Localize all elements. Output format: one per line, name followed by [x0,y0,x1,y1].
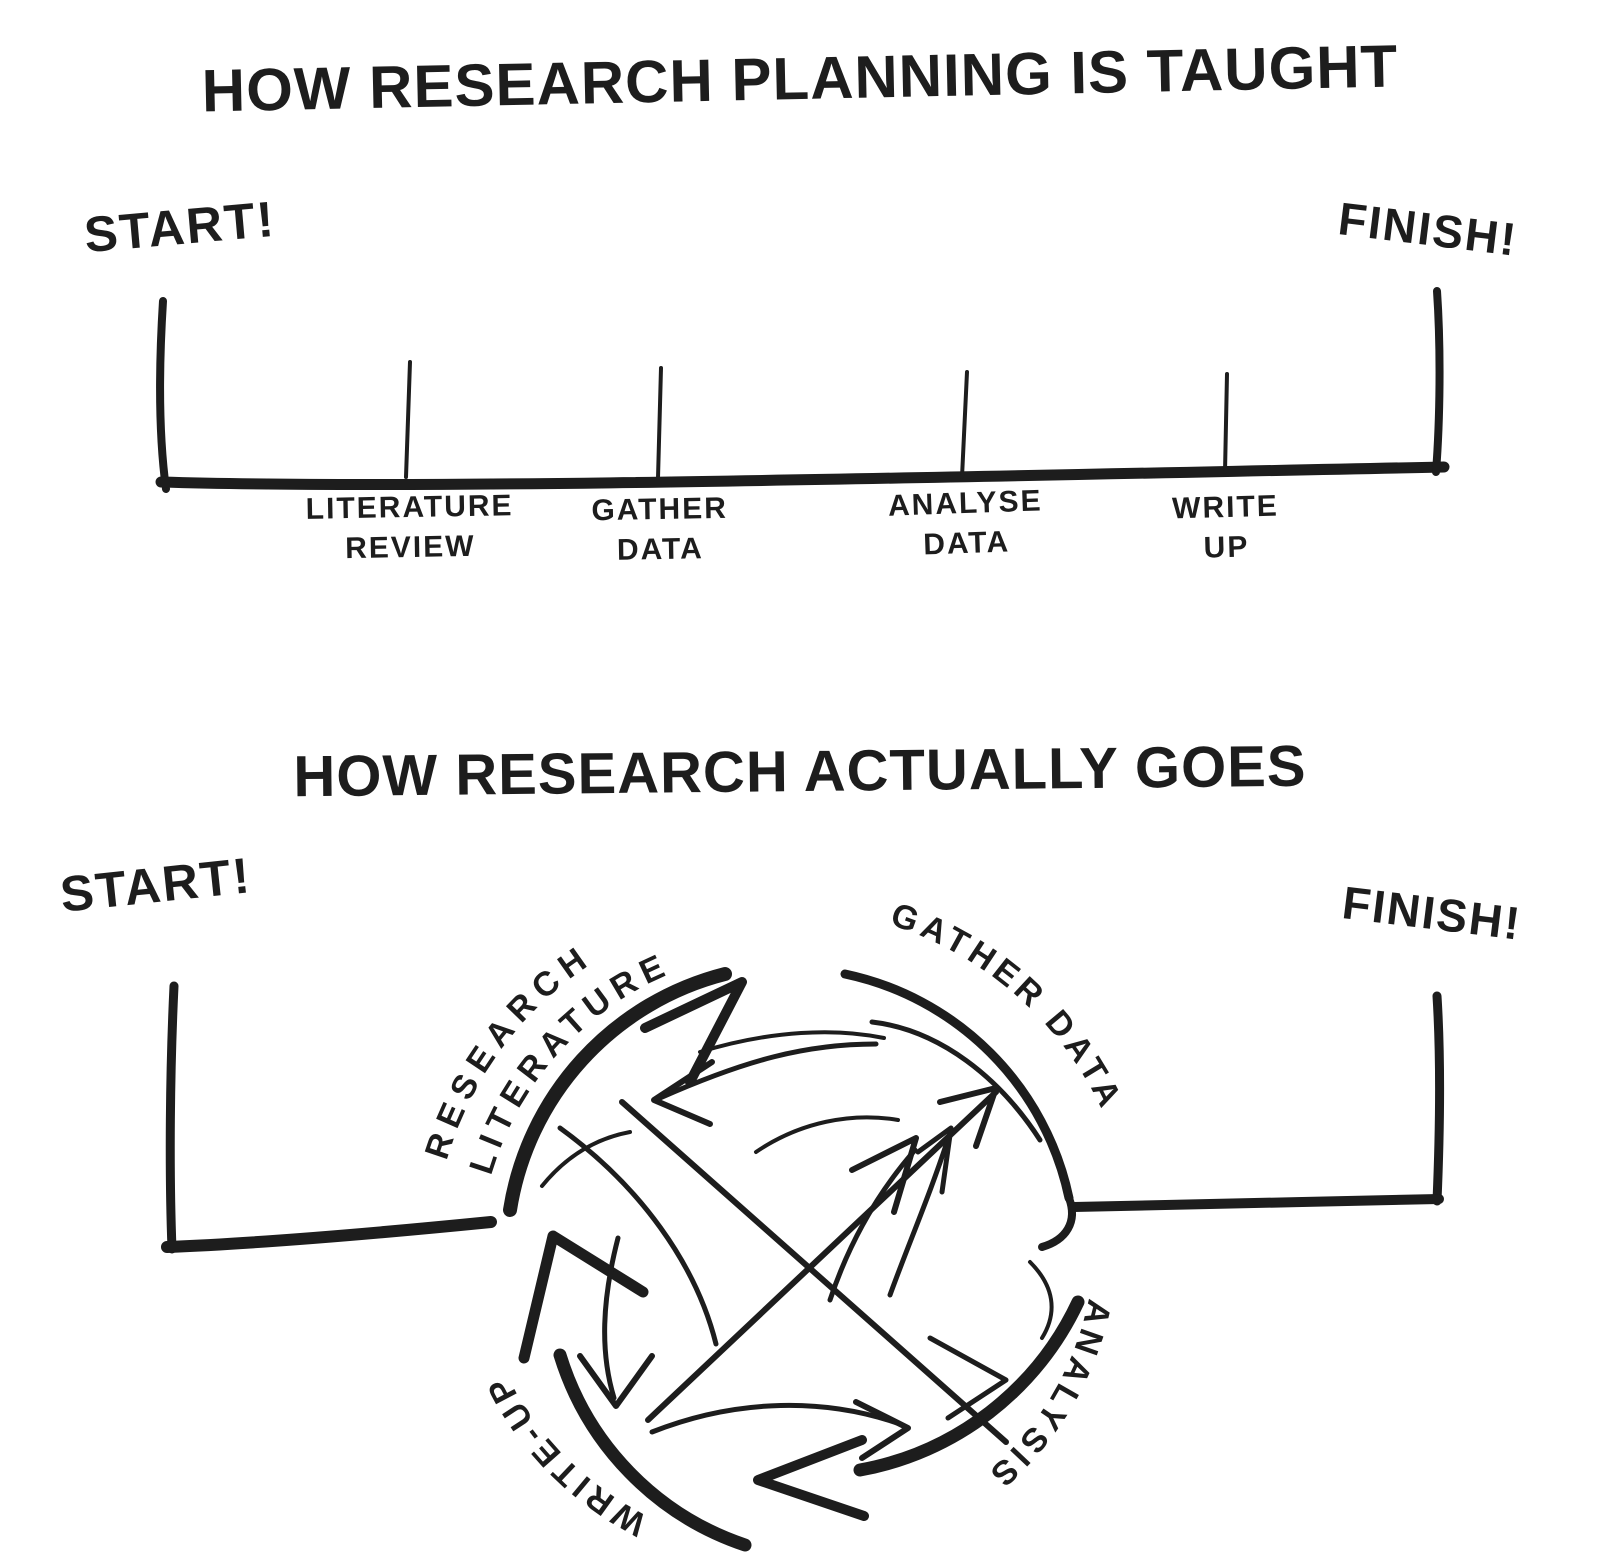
timeline-start-bar [155,297,170,493]
arc-analysis-arrowhead [753,1435,869,1521]
timeline-tick-3 [960,370,969,479]
arc-gather-inner-echo [869,1019,1043,1143]
stage-analyse-data: ANALYSE DATA [825,479,1108,569]
timeline-tick-4 [1223,372,1229,474]
tangle-down-arrow-head [577,1353,655,1409]
tangle-bottom-curve-arrowhead [853,1399,911,1461]
tangle-chevron-bottom-right [927,1335,1009,1421]
arc-writeup [553,1348,752,1552]
tangle-echo-curve-top [657,1041,879,1101]
tangle-small-curve-top [698,1030,886,1054]
tangle-hollow-arrow-shaft-2 [887,1130,953,1298]
start-bracket [161,981,497,1254]
stage-literature-review: LITERATURE REVIEW [269,486,550,571]
tangle-hollow-arrow-shaft-1 [827,1147,918,1303]
timeline-tick-2 [656,366,663,480]
tangle-diagonal-1-arrowhead [937,1085,999,1149]
timeline-baseline [155,461,1450,491]
stage-gather-data: GATHER DATA [519,488,800,573]
arc-writeup-arrowhead [518,1230,649,1364]
start-bracket-horizontal [161,1216,497,1253]
tangle-stroke-upper-left [540,1130,632,1188]
start-bracket-vertical [165,981,179,1254]
tangle-diagonal-1 [645,1089,999,1423]
arc-research-literature [503,967,732,1217]
tangle-hollow-arrow-inner-head [915,1125,954,1195]
arc-gather-hook [1038,1194,1076,1251]
taught-timeline-drawing [155,287,1450,493]
tangle-diagonal-2 [619,1099,1009,1445]
stage-label-line: LITERATURE [305,489,514,526]
arc-analysis [853,1295,1085,1477]
tangle-hook-right [1028,1260,1054,1340]
tangle-hollow-arrow-outer-head [849,1135,919,1215]
tangle-down-arrow-shaft [602,1235,621,1401]
finish-bracket [1069,991,1445,1212]
timeline-tick-1 [404,360,412,479]
stage-label-line: DATA [616,532,705,567]
cycle-inner-tangle [540,1030,1054,1461]
actual-title: HOW RESEARCH ACTUALLY GOES [293,733,1307,810]
finish-bracket-horizontal [1069,1194,1444,1212]
tangle-curve-left [557,1125,719,1347]
stage-label-line: UP [1203,530,1250,565]
stage-label-line: REVIEW [344,529,476,566]
tangle-bottom-curve [649,1402,903,1435]
cycle-labels: RESEARCH LITERATURE GATHER DATA ANALYSIS… [418,896,1126,1543]
tangle-stroke-mid [754,1115,900,1154]
stage-write-up: WRITE UP [1085,484,1367,571]
tangle-echo-chevron-top [651,1059,715,1127]
finish-bracket-vertical [1432,991,1445,1206]
arc-gather-data [840,969,1074,1203]
timeline-finish-bar [1432,287,1444,476]
stage-label-line: GATHER [591,491,729,528]
